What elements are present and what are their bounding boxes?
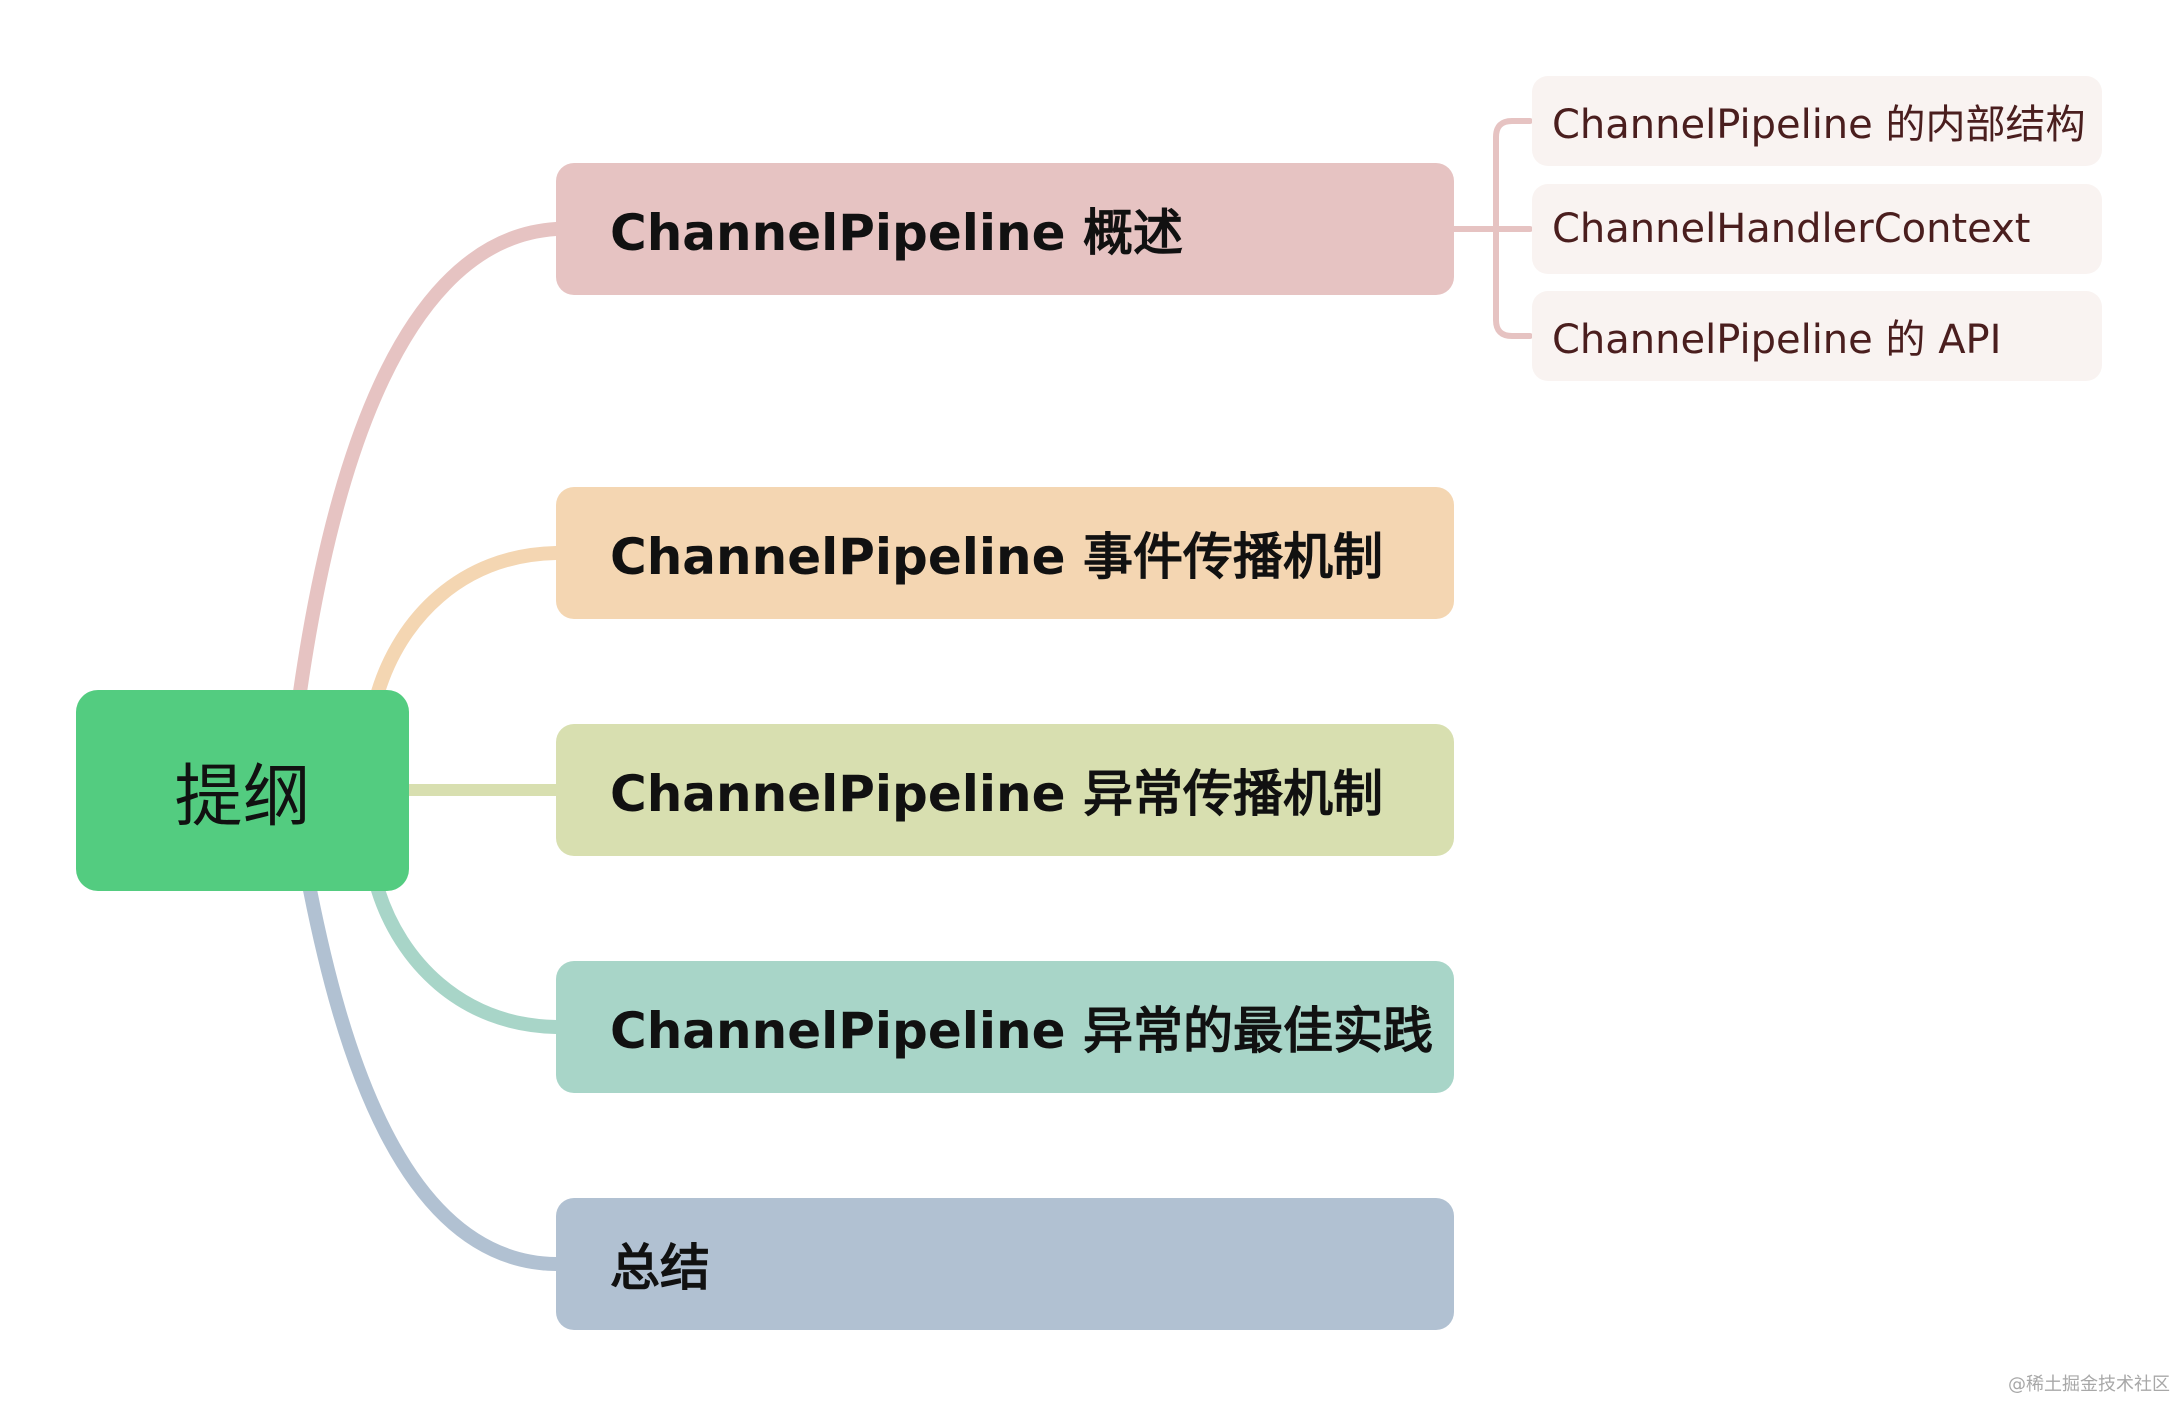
leaf-node-internal-structure[interactable]: ChannelPipeline 的内部结构 <box>1532 76 2102 166</box>
branch-node-exception-best-practice[interactable]: ChannelPipeline 异常的最佳实践 <box>556 961 1454 1093</box>
branch-label: ChannelPipeline 事件传播机制 <box>610 528 1383 586</box>
leaf-label: ChannelPipeline 的 API <box>1552 317 2002 363</box>
branch-label: ChannelPipeline 概述 <box>610 204 1183 262</box>
branch-node-event-propagation[interactable]: ChannelPipeline 事件传播机制 <box>556 487 1454 619</box>
branch-connector-exception-best-practice <box>371 883 563 1034</box>
branch-node-overview[interactable]: ChannelPipeline 概述 <box>556 163 1454 295</box>
leaf-label: ChannelHandlerContext <box>1552 206 2031 252</box>
branch-connector-summary <box>303 883 563 1271</box>
branch-connector-event-propagation <box>371 546 563 699</box>
root-label: 提纲 <box>174 758 311 837</box>
leaf-node-handler-context[interactable]: ChannelHandlerContext <box>1532 184 2102 274</box>
watermark: @稀土掘金技术社区 <box>2008 1374 2170 1395</box>
root-node[interactable]: 提纲 <box>76 690 409 891</box>
leaf-bracket-connector <box>1451 118 1533 339</box>
branch-connectors <box>293 222 563 1271</box>
branch-label: 总结 <box>610 1239 710 1297</box>
branch-connector-overview <box>293 222 563 699</box>
leaf-node-pipeline-api[interactable]: ChannelPipeline 的 API <box>1532 291 2102 381</box>
leaf-label: ChannelPipeline 的内部结构 <box>1552 102 2086 148</box>
branch-label: ChannelPipeline 异常的最佳实践 <box>610 1002 1433 1060</box>
branch-node-exception-propagation[interactable]: ChannelPipeline 异常传播机制 <box>556 724 1454 856</box>
branch-node-summary[interactable]: 总结 <box>556 1198 1454 1330</box>
branch-label: ChannelPipeline 异常传播机制 <box>610 765 1383 823</box>
